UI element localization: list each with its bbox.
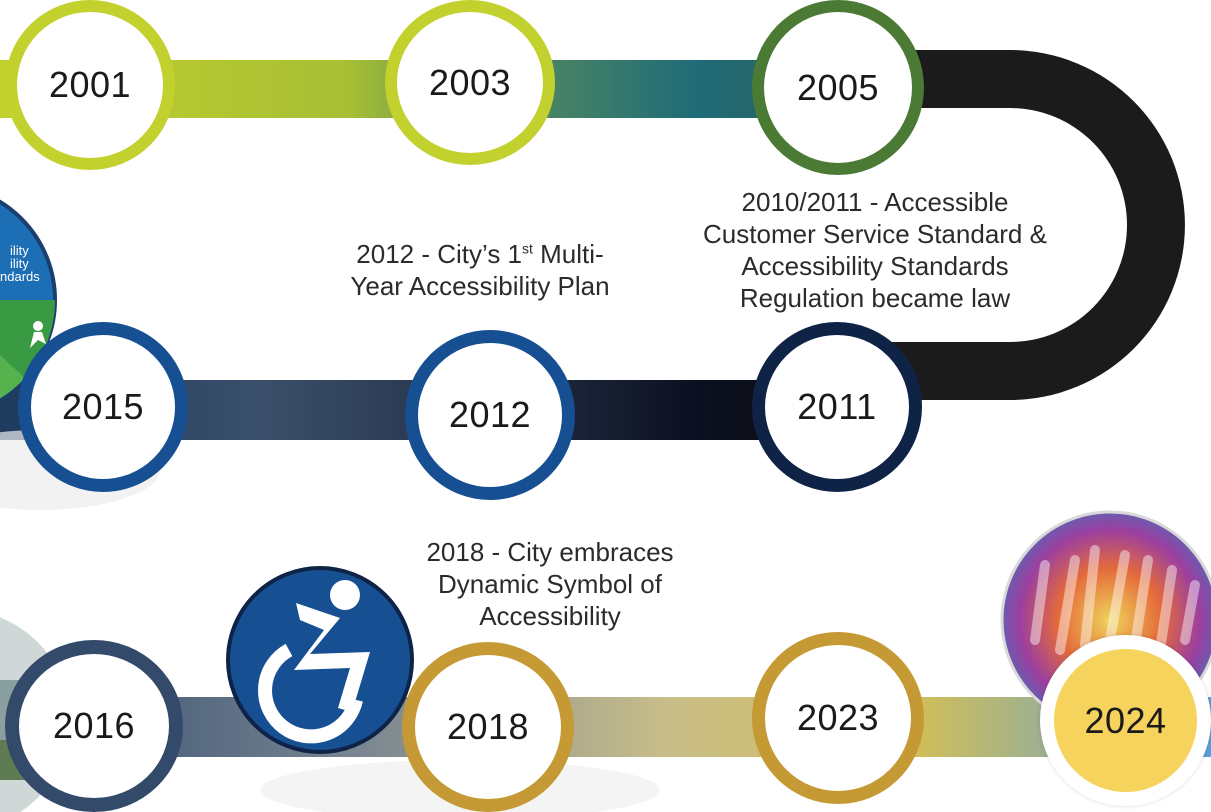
caption-2012-sup: st [522,240,533,257]
caption-2018-line-2: Dynamic Symbol of [438,569,662,599]
year-label-2011: 2011 [797,386,877,427]
year-node-2005: 2005 [752,0,924,175]
year-node-2001: 2001 [5,0,175,170]
caption-2012: 2012 - City’s 1st Multi- Year Accessibil… [305,238,655,302]
year-node-2016: 2016 [5,640,183,812]
year-label-2001: 2001 [48,64,132,105]
badge-text-2: ility [10,256,29,271]
year-label-2012: 2012 [448,394,532,435]
year-label-2024: 2024 [1084,699,1167,741]
caption-2010-line-1: 2010/2011 - Accessible [741,187,1009,217]
caption-2018-line-3: Accessibility [479,601,621,631]
caption-2012-line-1: 2012 - City’s 1st Multi- [305,238,655,270]
caption-2012-line-2: Year Accessibility Plan [350,271,610,301]
year-node-2011: 2011 [752,322,922,492]
year-label-2003: 2003 [428,61,512,103]
caption-2018-line-1: 2018 - City embraces [426,537,674,567]
caption-2010-2011: 2010/2011 - Accessible Customer Service … [675,186,1075,314]
caption-2012-pre: 2012 - City’s 1 [356,239,523,269]
year-label-2015: 2015 [61,386,145,427]
year-label-2023: 2023 [796,697,880,738]
year-node-2015: 2015 [18,322,188,492]
year-node-2018: 2018 [402,642,574,812]
caption-2010-line-2: Customer Service Standard & [703,219,1047,249]
year-label-2018: 2018 [446,706,530,747]
year-node-2003: 2003 [385,0,555,165]
caption-2010-line-4: Regulation became law [739,283,1011,313]
caption-2010-line-3: Accessibility Standards [741,251,1009,281]
year-label-2005: 2005 [796,66,880,108]
year-label-2016: 2016 [52,705,136,746]
badge-text-1: ility [10,243,29,258]
year-node-2012: 2012 [405,330,575,500]
badge-text-3: ndards [0,269,40,284]
year-node-2024: 2024 [1040,635,1211,806]
dynamic-accessibility-symbol-icon [226,566,414,754]
caption-2018: 2018 - City embraces Dynamic Symbol of A… [385,536,715,632]
caption-2012-post: Multi- [532,239,604,269]
year-node-2023: 2023 [752,632,924,804]
